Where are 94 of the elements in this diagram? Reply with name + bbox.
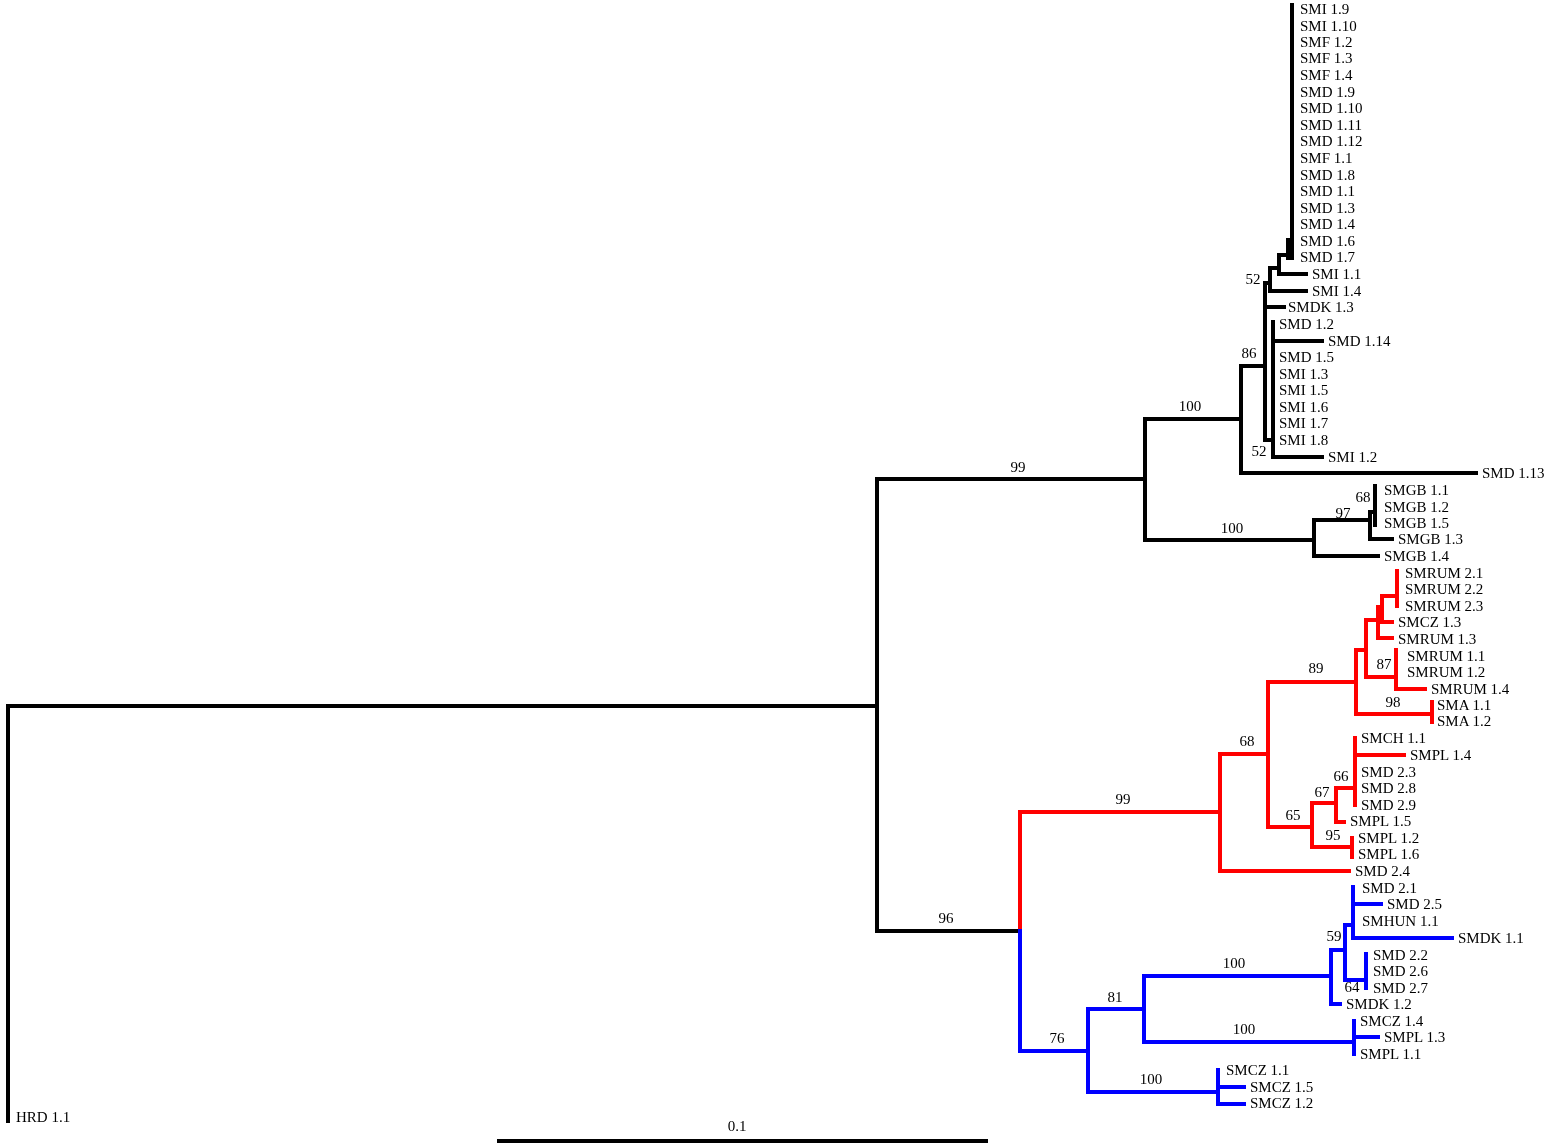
taxon-label: SMF 1.1 xyxy=(1300,150,1353,166)
bootstrap-value: 76 xyxy=(1048,1030,1066,1046)
taxon-label: SMD 1.9 xyxy=(1300,84,1355,100)
taxon-label: SMD 2.4 xyxy=(1355,863,1410,879)
taxon-label: SMI 1.5 xyxy=(1279,382,1329,398)
taxon-label: SMF 1.3 xyxy=(1300,50,1353,66)
taxon-label: SMF 1.4 xyxy=(1300,67,1353,83)
taxon-label: SMI 1.4 xyxy=(1312,283,1362,299)
taxon-label: SMRUM 2.1 xyxy=(1405,565,1484,581)
taxon-label: SMI 1.1 xyxy=(1312,266,1362,282)
bootstrap-value: 96 xyxy=(937,910,955,926)
bootstrap-value: 99 xyxy=(1114,791,1132,807)
taxon-label: SMA 1.1 xyxy=(1437,697,1492,713)
taxon-label: SMD 1.1 xyxy=(1300,183,1355,199)
taxon-label: SMD 2.5 xyxy=(1387,896,1442,912)
bootstrap-value: 100 xyxy=(1221,955,1247,971)
taxon-label: SMI 1.10 xyxy=(1300,18,1357,34)
bootstrap-value: 89 xyxy=(1307,660,1325,676)
bootstrap-value: 100 xyxy=(1138,1071,1164,1087)
taxon-label: SMI 1.2 xyxy=(1328,449,1378,465)
bootstrap-value: 59 xyxy=(1325,928,1343,944)
taxon-label: SMGB 1.3 xyxy=(1398,531,1464,547)
taxon-label: SMGB 1.5 xyxy=(1384,515,1450,531)
taxon-label: SMI 1.3 xyxy=(1279,366,1329,382)
bootstrap-value: 97 xyxy=(1334,505,1352,521)
taxon-label: SMHUN 1.1 xyxy=(1362,913,1439,929)
taxon-label: SMCZ 1.2 xyxy=(1250,1095,1314,1111)
taxon-label: SMGB 1.1 xyxy=(1384,482,1450,498)
taxon-label: SMDK 1.2 xyxy=(1346,996,1412,1012)
taxon-label: SMI 1.6 xyxy=(1279,399,1329,415)
taxon-label: SMGB 1.2 xyxy=(1384,499,1450,515)
bootstrap-value: 100 xyxy=(1231,1021,1257,1037)
taxon-label: SMCZ 1.1 xyxy=(1226,1062,1290,1078)
taxon-label: SMPL 1.1 xyxy=(1360,1046,1422,1062)
taxon-label: SMD 1.3 xyxy=(1300,200,1355,216)
bootstrap-value: 68 xyxy=(1354,489,1372,505)
bootstrap-value: 87 xyxy=(1375,656,1393,672)
taxon-label: SMF 1.2 xyxy=(1300,34,1353,50)
bootstrap-value: 67 xyxy=(1313,784,1331,800)
taxon-label: SMD 1.4 xyxy=(1300,216,1355,232)
taxon-label: SMPL 1.3 xyxy=(1384,1029,1446,1045)
bootstrap-value: 98 xyxy=(1384,694,1402,710)
bootstrap-value: 64 xyxy=(1343,979,1361,995)
taxon-label: SMCH 1.1 xyxy=(1361,730,1427,746)
taxon-label: SMD 2.7 xyxy=(1373,980,1428,996)
taxon-label: SMRUM 2.3 xyxy=(1405,598,1484,614)
taxon-label: SMD 1.2 xyxy=(1279,316,1334,332)
taxon-label: SMI 1.9 xyxy=(1300,1,1350,17)
taxon-label: SMD 1.13 xyxy=(1482,465,1545,481)
bootstrap-value: 68 xyxy=(1238,733,1256,749)
taxon-label: SMD 2.3 xyxy=(1361,764,1416,780)
taxon-label: SMDK 1.3 xyxy=(1288,299,1354,315)
taxon-label: SMA 1.2 xyxy=(1437,713,1492,729)
bootstrap-value: 52 xyxy=(1250,443,1268,459)
taxon-label: SMGB 1.4 xyxy=(1384,548,1450,564)
bootstrap-value: 81 xyxy=(1106,989,1124,1005)
taxon-label: SMCZ 1.5 xyxy=(1250,1079,1314,1095)
bootstrap-value: 65 xyxy=(1284,807,1302,823)
bootstrap-value: 52 xyxy=(1244,271,1262,287)
taxon-label: SMD 2.1 xyxy=(1362,880,1417,896)
taxon-label: SMPL 1.5 xyxy=(1350,813,1412,829)
taxon-label: SMRUM 2.2 xyxy=(1405,581,1484,597)
taxon-label: SMPL 1.2 xyxy=(1358,830,1420,846)
taxon-label: SMD 1.6 xyxy=(1300,233,1355,249)
taxon-label: SMD 2.6 xyxy=(1373,963,1428,979)
bootstrap-value: 86 xyxy=(1240,345,1258,361)
bootstrap-value: 99 xyxy=(1009,459,1027,475)
taxon-label: SMRUM 1.1 xyxy=(1407,648,1486,664)
scale-label: 0.1 xyxy=(726,1118,748,1134)
taxon-label: SMD 1.14 xyxy=(1328,333,1391,349)
taxon-label: SMD 1.12 xyxy=(1300,133,1363,149)
taxon-label: SMDK 1.1 xyxy=(1458,930,1524,946)
taxon-label: HRD 1.1 xyxy=(16,1109,71,1125)
taxon-label: SMD 1.11 xyxy=(1300,117,1362,133)
taxon-label: SMD 1.7 xyxy=(1300,249,1355,265)
bootstrap-value: 100 xyxy=(1177,398,1203,414)
taxon-label: SMD 1.5 xyxy=(1279,349,1334,365)
taxon-label: SMRUM 1.4 xyxy=(1431,681,1510,697)
bootstrap-value: 66 xyxy=(1332,768,1350,784)
taxon-label: SMD 2.9 xyxy=(1361,797,1416,813)
taxon-label: SMRUM 1.2 xyxy=(1407,664,1486,680)
taxon-label: SMD 1.10 xyxy=(1300,100,1363,116)
bootstrap-value: 95 xyxy=(1324,827,1342,843)
taxon-label: SMI 1.8 xyxy=(1279,432,1329,448)
taxon-label: SMRUM 1.3 xyxy=(1398,631,1477,647)
taxon-label: SMD 1.8 xyxy=(1300,167,1355,183)
taxon-label: SMD 2.2 xyxy=(1373,947,1428,963)
taxon-label: SMI 1.7 xyxy=(1279,415,1329,431)
taxon-label: SMCZ 1.3 xyxy=(1398,614,1462,630)
taxon-label: SMD 2.8 xyxy=(1361,780,1416,796)
bootstrap-value: 100 xyxy=(1219,520,1245,536)
taxon-label: SMCZ 1.4 xyxy=(1360,1013,1424,1029)
taxon-label: SMPL 1.6 xyxy=(1358,846,1420,862)
taxon-label: SMPL 1.4 xyxy=(1410,747,1472,763)
